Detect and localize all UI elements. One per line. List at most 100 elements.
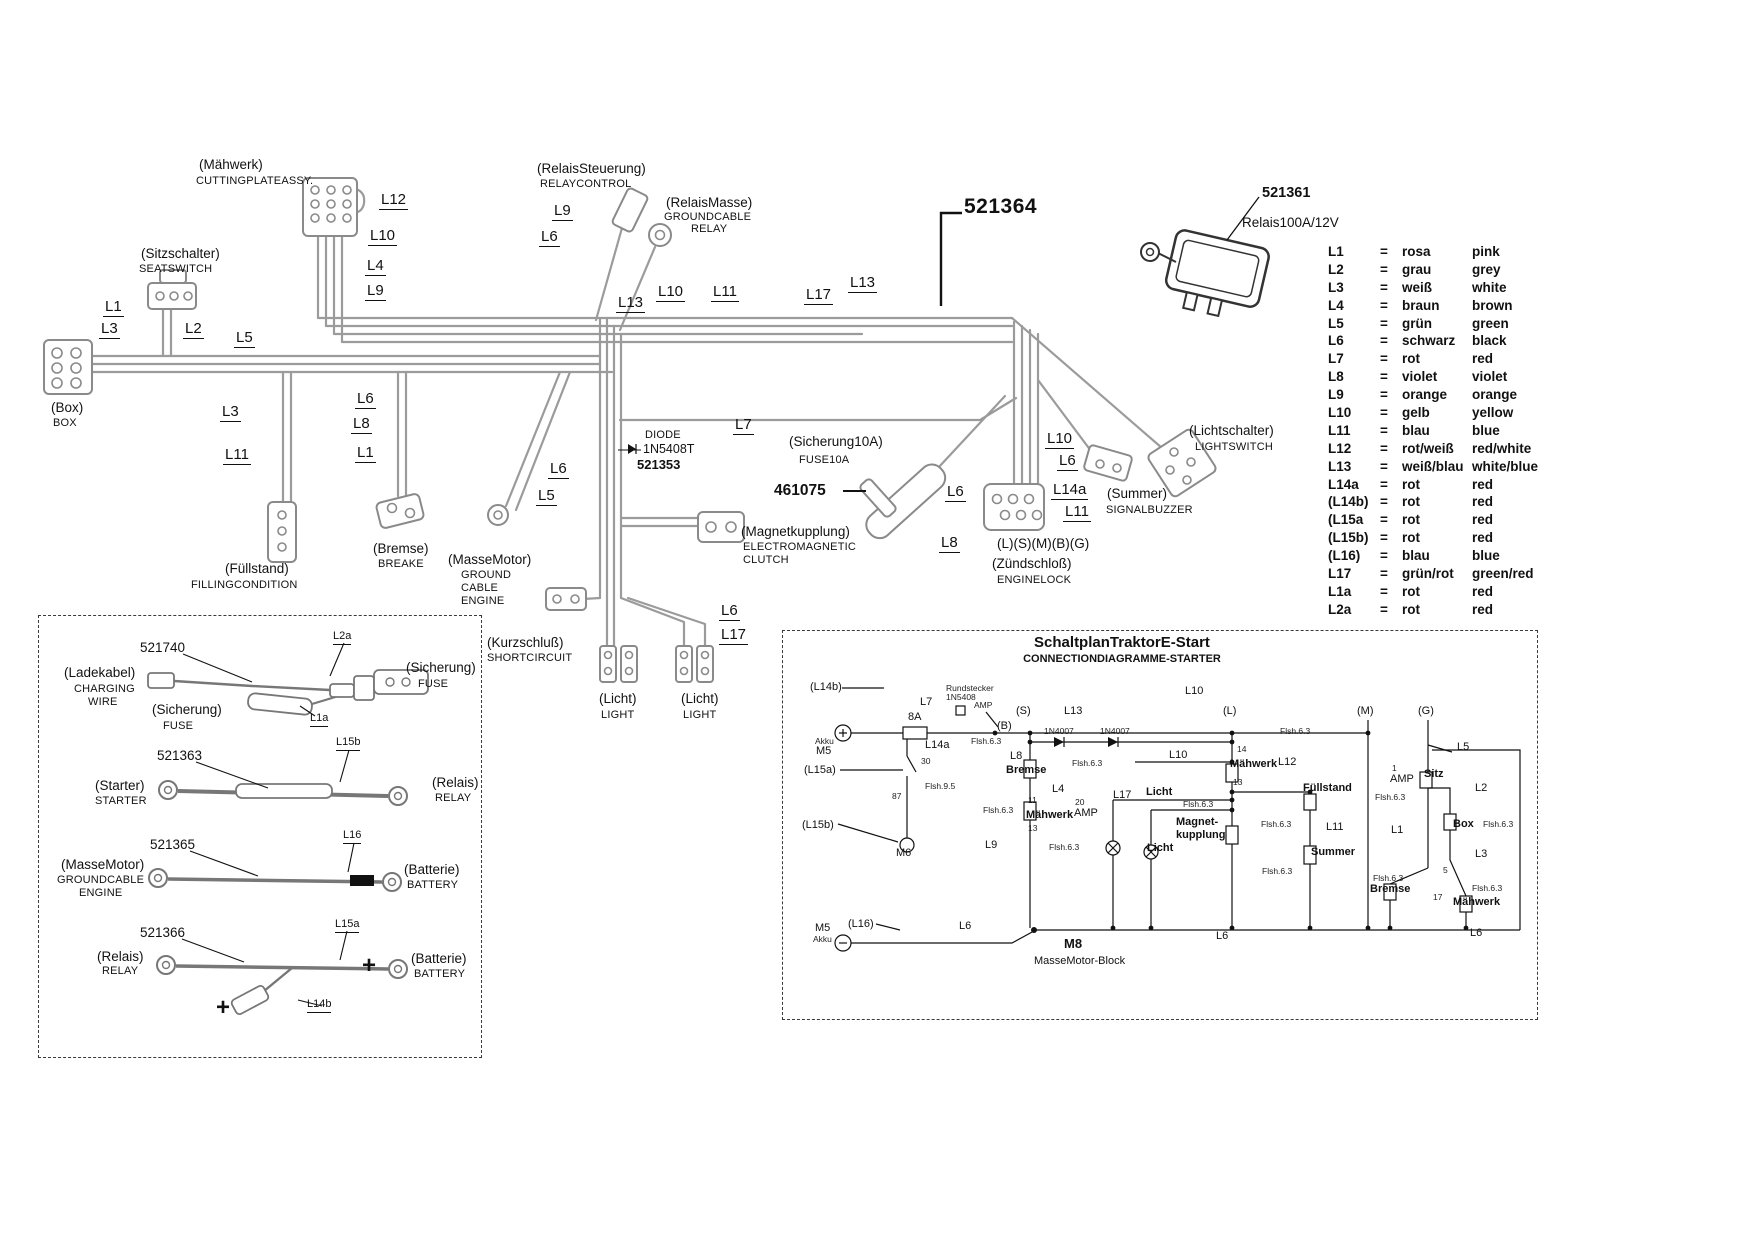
legend-english: brown — [1472, 297, 1513, 313]
sitzschalter-label-de: (Sitzschalter) — [141, 246, 220, 261]
wire-label-l11b: L11 — [711, 283, 739, 302]
legend-equals: = — [1380, 297, 1388, 313]
massemotor-label-en3: ENGINE — [461, 595, 505, 607]
legend-code: L1a — [1328, 583, 1352, 599]
massemotor-label-en1: GROUND — [461, 569, 512, 581]
legend-german: schwarz — [1402, 333, 1456, 349]
zuendschloss-label-en: ENGINELOCK — [997, 574, 1072, 586]
bremse-label-en: BREAKE — [378, 558, 424, 570]
subassembly-box — [38, 615, 482, 1058]
legend-code: L2 — [1328, 261, 1344, 277]
legend-german: weiß/blau — [1402, 458, 1464, 474]
wire-label-l6c: L6 — [548, 460, 569, 479]
wire-label-l1b: L1 — [355, 444, 376, 463]
wire-label-l6d: L6 — [719, 602, 740, 621]
fuellstand-label-en: FILLINGCONDITION — [191, 579, 298, 591]
legend-english: white/blue — [1472, 458, 1539, 474]
legend-row: L2a = rot red — [1328, 602, 1564, 620]
legend-code: (L15a — [1328, 512, 1364, 528]
legend-german: rot — [1402, 476, 1420, 492]
wire-label-l17b: L17 — [719, 626, 749, 645]
part-number-diode: 521353 — [637, 457, 681, 472]
wire-label-l14a: L14a — [1051, 481, 1089, 500]
legend-code: (L16) — [1328, 548, 1361, 564]
legend-equals: = — [1380, 387, 1388, 403]
legend-equals: = — [1380, 530, 1388, 546]
schematic-subtitle: CONNECTIONDIAGRAMME-STARTER — [1023, 653, 1221, 665]
legend-equals: = — [1380, 601, 1388, 617]
relay-illustration — [1140, 229, 1270, 318]
wire-label-l7: L7 — [733, 416, 754, 435]
legend-german: grün — [1402, 315, 1432, 331]
wire-label-l5: L5 — [234, 329, 255, 348]
legend-english: blue — [1472, 422, 1500, 438]
legend-german: rosa — [1402, 244, 1431, 259]
legend-english: pink — [1472, 244, 1500, 259]
legend-english: black — [1472, 333, 1507, 349]
legend-english: red/white — [1472, 440, 1532, 456]
legend-english: green/red — [1472, 566, 1534, 582]
callout-lines — [618, 196, 1260, 492]
sitzschalter-label-en: SEATSWITCH — [139, 263, 213, 275]
wire-label-l3b: L3 — [220, 403, 241, 422]
maehwerk-label-en: CUTTINGPLATEASSY. — [196, 175, 314, 187]
wire-label-l11c: L11 — [1063, 503, 1091, 522]
wire-label-l6b: L6 — [539, 228, 560, 247]
legend-equals: = — [1380, 369, 1388, 385]
wire-label-l10c: L10 — [1045, 430, 1075, 449]
legend-english: red — [1472, 351, 1494, 367]
legend-equals: = — [1380, 244, 1388, 259]
wire-label-l10b: L10 — [656, 283, 686, 302]
legend-code: L7 — [1328, 351, 1344, 367]
legend-code: L9 — [1328, 387, 1344, 403]
legend-english: red — [1472, 494, 1494, 510]
legend-code: L13 — [1328, 458, 1352, 474]
relaissteuerung-label-de: (RelaisSteuerung) — [537, 161, 646, 176]
wire-label-l6: L6 — [355, 390, 376, 409]
legend-equals: = — [1380, 351, 1388, 367]
legend-english: yellow — [1472, 405, 1514, 421]
legend-english: green — [1472, 315, 1509, 331]
legend-german: weiß — [1402, 279, 1433, 295]
legend-equals: = — [1380, 333, 1388, 349]
wire-label-l9b: L9 — [552, 202, 573, 221]
legend-german: rot — [1402, 601, 1420, 617]
licht2-label-en: LIGHT — [683, 709, 717, 721]
legend-german: blau — [1402, 422, 1430, 438]
magnetkupplung-label-en1: ELECTROMAGNETIC — [743, 541, 857, 553]
legend-equals: = — [1380, 494, 1388, 510]
schematic-title: SchaltplanTraktorE-Start — [1034, 634, 1210, 651]
wire-label-l2: L2 — [183, 320, 204, 339]
legend-english: red — [1472, 512, 1494, 528]
legend-english: red — [1472, 601, 1494, 617]
connector-pins — [51, 185, 1196, 676]
legend-code: L10 — [1328, 405, 1352, 421]
wire-label-l3: L3 — [99, 320, 120, 339]
wire-label-l1: L1 — [103, 298, 124, 317]
legend-german: rot — [1402, 494, 1420, 510]
legend-german: rot — [1402, 512, 1420, 528]
licht2-label-de: (Licht) — [681, 691, 719, 706]
legend-german: grau — [1402, 261, 1432, 277]
legend-german: rot — [1402, 583, 1420, 599]
legend-equals: = — [1380, 583, 1388, 599]
sicherung10a-label-de: (Sicherung10A) — [789, 434, 883, 449]
wire-label-l13b: L13 — [848, 274, 878, 293]
part-number-main: 521364 — [964, 195, 1038, 218]
harness-wires — [90, 184, 1164, 648]
legend-english: red — [1472, 476, 1494, 492]
legend-english: red — [1472, 583, 1494, 599]
summer-label-en: SIGNALBUZZER — [1106, 504, 1193, 516]
kurzschluss-label-de: (Kurzschluß) — [487, 635, 564, 650]
fuellstand-label-de: (Füllstand) — [225, 561, 289, 576]
legend-equals: = — [1380, 440, 1388, 456]
legend-code: L2a — [1328, 601, 1352, 617]
relaismasse-label-en2: RELAY — [691, 223, 728, 235]
